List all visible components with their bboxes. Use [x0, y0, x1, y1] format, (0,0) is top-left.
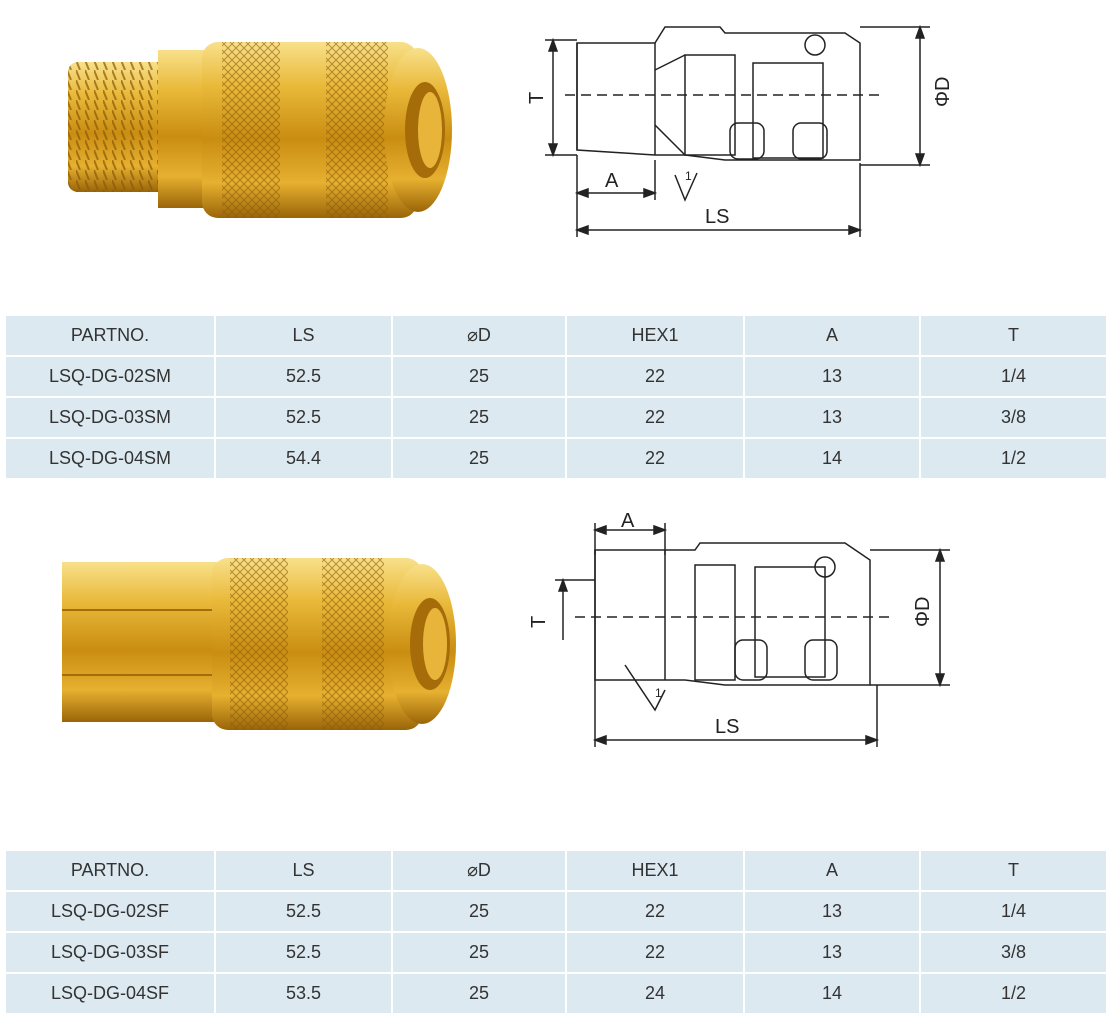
cell-a: 14 — [745, 974, 919, 1013]
male-coupler-photo — [68, 42, 452, 218]
cell-d: 25 — [393, 357, 565, 396]
table-row: LSQ-DG-03SF 52.5 25 22 13 3/8 — [6, 933, 1106, 972]
cell-d: 25 — [393, 892, 565, 931]
cell-t: 3/8 — [921, 398, 1106, 437]
drawing-label-angle: 1 — [685, 169, 692, 183]
female-coupler-drawing: A T LS ΦD 1 — [528, 510, 950, 747]
header-a: A — [745, 851, 919, 890]
cell-t: 1/4 — [921, 892, 1106, 931]
cell-ls: 52.5 — [216, 892, 391, 931]
cell-partno: LSQ-DG-02SF — [6, 892, 214, 931]
header-partno: PARTNO. — [6, 316, 214, 355]
table-row: LSQ-DG-02SF 52.5 25 22 13 1/4 — [6, 892, 1106, 931]
cell-d: 25 — [393, 974, 565, 1013]
cell-partno: LSQ-DG-03SM — [6, 398, 214, 437]
cell-t: 3/8 — [921, 933, 1106, 972]
female-coupler-photo — [62, 558, 456, 730]
table-header-row: PARTNO. LS ⌀D HEX1 A T — [6, 851, 1106, 890]
cell-ls: 52.5 — [216, 398, 391, 437]
table-header-row: PARTNO. LS ⌀D HEX1 A T — [6, 316, 1106, 355]
header-t: T — [921, 316, 1106, 355]
cell-partno: LSQ-DG-03SF — [6, 933, 214, 972]
cell-a: 13 — [745, 398, 919, 437]
cell-ls: 53.5 — [216, 974, 391, 1013]
cell-a: 13 — [745, 357, 919, 396]
male-coupler-drawing: T A LS ΦD 1 — [526, 24, 954, 237]
drawing-label-d: ΦD — [932, 77, 954, 107]
table-row: LSQ-DG-04SM 54.4 25 22 14 1/2 — [6, 439, 1106, 478]
header-d: ⌀D — [393, 851, 565, 890]
drawing-label-ls: LS — [705, 206, 729, 228]
header-ls: LS — [216, 316, 391, 355]
female-coupler-spec-table: PARTNO. LS ⌀D HEX1 A T LSQ-DG-02SF 52.5 … — [4, 849, 1108, 1015]
cell-ls: 52.5 — [216, 933, 391, 972]
cell-a: 13 — [745, 933, 919, 972]
cell-hex1: 22 — [567, 892, 743, 931]
cell-hex1: 24 — [567, 974, 743, 1013]
drawing-label-a: A — [605, 170, 619, 192]
drawing-label-d: ΦD — [912, 597, 934, 627]
header-t: T — [921, 851, 1106, 890]
drawing-label-t: T — [526, 92, 548, 104]
drawing-label-a: A — [621, 510, 635, 532]
cell-d: 25 — [393, 398, 565, 437]
cell-a: 14 — [745, 439, 919, 478]
cell-d: 25 — [393, 933, 565, 972]
drawing-label-angle: 1 — [655, 686, 662, 700]
cell-hex1: 22 — [567, 398, 743, 437]
cell-hex1: 22 — [567, 439, 743, 478]
header-d: ⌀D — [393, 316, 565, 355]
cell-a: 13 — [745, 892, 919, 931]
cell-hex1: 22 — [567, 933, 743, 972]
cell-ls: 52.5 — [216, 357, 391, 396]
cell-t: 1/2 — [921, 974, 1106, 1013]
header-hex1: HEX1 — [567, 851, 743, 890]
drawing-label-ls: LS — [715, 716, 739, 738]
cell-ls: 54.4 — [216, 439, 391, 478]
header-a: A — [745, 316, 919, 355]
cell-t: 1/4 — [921, 357, 1106, 396]
header-ls: LS — [216, 851, 391, 890]
drawing-label-t: T — [528, 616, 550, 628]
cell-d: 25 — [393, 439, 565, 478]
cell-partno: LSQ-DG-02SM — [6, 357, 214, 396]
cell-hex1: 22 — [567, 357, 743, 396]
table-row: LSQ-DG-02SM 52.5 25 22 13 1/4 — [6, 357, 1106, 396]
table-row: LSQ-DG-03SM 52.5 25 22 13 3/8 — [6, 398, 1106, 437]
cell-partno: LSQ-DG-04SM — [6, 439, 214, 478]
table-row: LSQ-DG-04SF 53.5 25 24 14 1/2 — [6, 974, 1106, 1013]
header-hex1: HEX1 — [567, 316, 743, 355]
cell-t: 1/2 — [921, 439, 1106, 478]
cell-partno: LSQ-DG-04SF — [6, 974, 214, 1013]
male-coupler-spec-table: PARTNO. LS ⌀D HEX1 A T LSQ-DG-02SM 52.5 … — [4, 314, 1108, 480]
header-partno: PARTNO. — [6, 851, 214, 890]
